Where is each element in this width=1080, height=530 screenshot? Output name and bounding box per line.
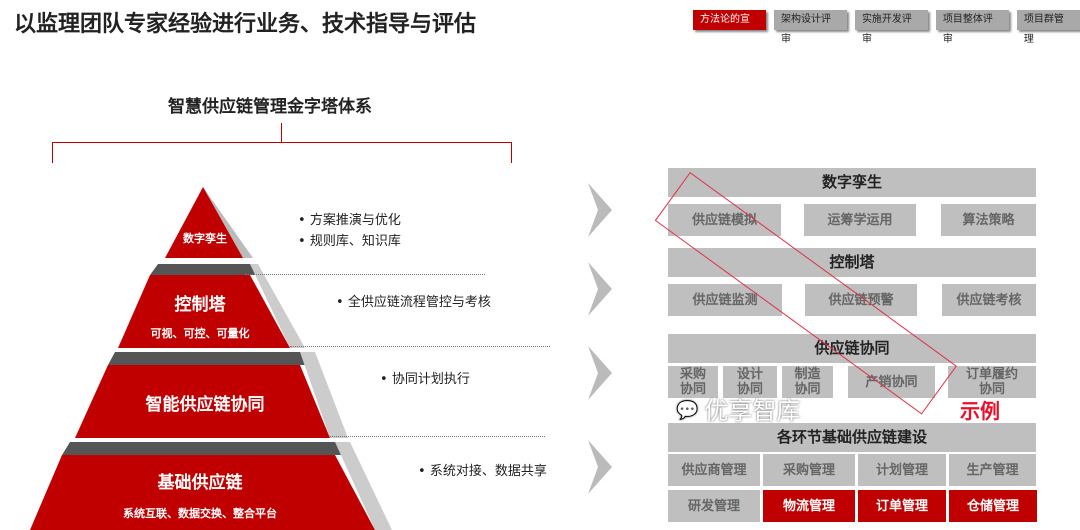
bullet-list-2: • 全供应链流程管控与考核 (336, 295, 491, 310)
tier4-side (335, 442, 392, 530)
grid-cell-highlight: 订单管理 (858, 490, 946, 522)
tier3-top (108, 352, 308, 365)
bullet: 系统对接、数据共享 (429, 464, 547, 479)
tier1-face (165, 187, 243, 258)
tier4-face (30, 455, 375, 530)
grid-cell: 运筹学运用 (804, 204, 916, 236)
arrow-icon (588, 262, 612, 316)
watermark: 💬 优享智库 (676, 399, 800, 423)
tab-project-review[interactable]: 项目整体评审 (935, 10, 1009, 45)
pyramid-title: 智慧供应链管理金字塔体系 (168, 97, 372, 117)
grid-cell: 设计 协同 (723, 366, 777, 398)
grid-cell: 生产管理 (949, 454, 1036, 486)
tier4-sub: 系统互联、数据交换、整合平台 (123, 507, 277, 520)
grid-cell: 采购管理 (763, 454, 855, 486)
page-title: 以监理团队专家经验进行业务、技术指导与评估 (14, 12, 477, 37)
arrow-icon (588, 183, 612, 237)
tier3-label: 智能供应链协同 (145, 395, 265, 415)
arrow-icon (588, 346, 612, 400)
grid-cell-highlight: 仓储管理 (949, 490, 1037, 522)
bullet-list-4: • 系统对接、数据共享 (418, 464, 547, 479)
bullet-list-3: • 协同计划执行 (380, 372, 470, 387)
bracket (52, 123, 512, 163)
bullet: 规则库、知识库 (309, 234, 401, 249)
tier3-face (75, 365, 330, 438)
pyramid (30, 183, 612, 530)
tier2-label: 控制塔 (174, 295, 226, 315)
bullet: 协同计划执行 (391, 372, 470, 387)
tier3-side (300, 352, 348, 438)
tab-architecture-review[interactable]: 架构设计评审 (773, 10, 847, 45)
bullet: 全供应链流程管控与考核 (347, 295, 491, 310)
arrow-icon (588, 440, 612, 494)
grid-cell: 研发管理 (668, 490, 760, 522)
grid-cell: 采购 协同 (668, 366, 718, 398)
watermark-text: 优享智库 (704, 397, 801, 425)
tab-development-review[interactable]: 实施开发评审 (854, 10, 928, 45)
tier4-label: 基础供应链 (157, 473, 243, 493)
grid-header: 供应链协同 (668, 334, 1036, 363)
grid-cell: 产销协同 (848, 366, 935, 398)
divider (245, 274, 485, 275)
divider (290, 346, 550, 347)
tab-program-management[interactable]: 项目群管理 (1016, 10, 1080, 45)
nav-tabs: 方法论的宣贯 架构设计评审 实施开发评审 项目整体评审 项目群管理 (693, 10, 1080, 45)
grid-cell-highlight: 物流管理 (763, 490, 855, 522)
sample-stamp-text: 示例 (960, 399, 1000, 423)
grid-cell: 供应链考核 (942, 284, 1036, 316)
tier2-top (150, 264, 258, 275)
wechat-icon: 💬 (676, 400, 699, 421)
tab-methodology[interactable]: 方法论的宣贯 (693, 10, 766, 45)
tier4-top (62, 442, 345, 455)
tier2-face (118, 275, 290, 348)
tier1-label: 数字孪生 (183, 232, 227, 245)
grid-cell: 订单履约 协同 (948, 366, 1036, 398)
bullet: 方案推演与优化 (309, 213, 401, 228)
grid-header: 控制塔 (668, 248, 1036, 277)
tier2-side (250, 264, 305, 348)
divider (330, 436, 545, 437)
tier2-sub: 可视、可控、可量化 (150, 327, 250, 340)
grid-cell: 计划管理 (858, 454, 946, 486)
grid-header: 各环节基础供应链建设 (668, 423, 1036, 452)
grid-cell: 供应商管理 (668, 454, 760, 486)
grid-cell: 算法策略 (941, 204, 1036, 236)
grid-header: 数字孪生 (668, 168, 1036, 197)
bullet-list-1: • 方案推演与优化 • 规则库、知识库 (298, 213, 401, 249)
grid-cell: 供应链模拟 (668, 204, 781, 236)
grid-cell: 制造 协同 (782, 366, 833, 398)
grid-cell: 供应链预警 (805, 284, 917, 316)
tier1-side (203, 187, 253, 258)
grid-cell: 供应链监测 (668, 284, 782, 316)
